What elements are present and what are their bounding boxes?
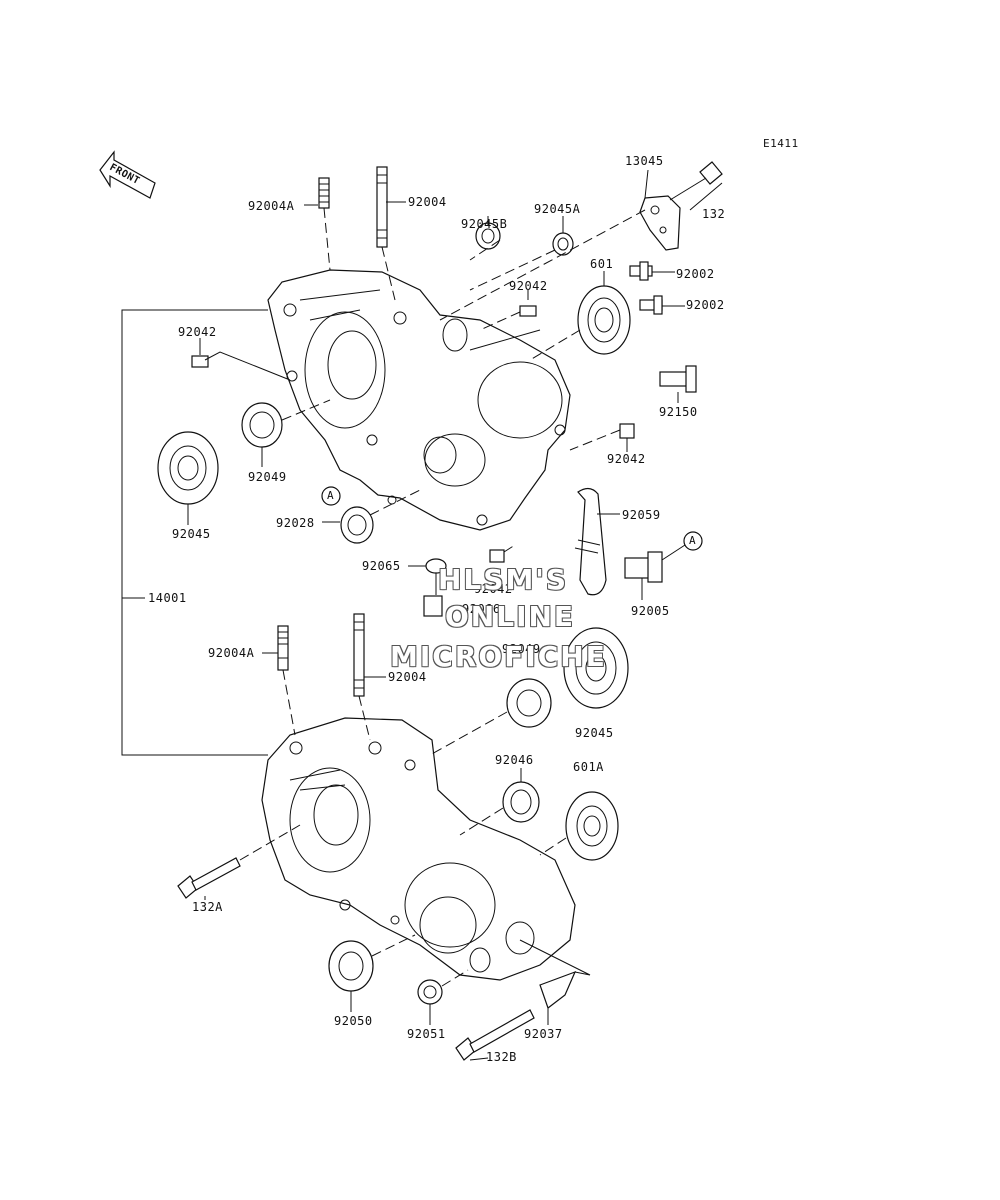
bearing-92046 bbox=[502, 781, 540, 823]
seal-92050 bbox=[328, 940, 374, 992]
stud-92004-top bbox=[376, 166, 396, 301]
part-label-92004-top: 92004 bbox=[408, 195, 447, 209]
bolt-92002-a bbox=[629, 261, 653, 281]
part-label-14001: 14001 bbox=[148, 591, 187, 605]
watermark-line-2: ONLINE bbox=[445, 600, 576, 633]
part-label-92037: 92037 bbox=[524, 1027, 563, 1041]
diagram-code: E1411 bbox=[763, 137, 799, 150]
guide-92037 bbox=[519, 939, 591, 1009]
part-label-92045A: 92045A bbox=[534, 202, 581, 216]
part-label-92066: 92066 bbox=[462, 602, 501, 616]
part-label-92051: 92051 bbox=[407, 1027, 446, 1041]
part-label-132: 132 bbox=[702, 207, 726, 221]
bearing-601 bbox=[577, 285, 631, 355]
watermark-line-3: MICROFICHE bbox=[390, 640, 607, 673]
part-label-92046: 92046 bbox=[495, 753, 534, 767]
seal-92049-bottom bbox=[506, 678, 552, 728]
seal-92049-top bbox=[241, 402, 283, 448]
bolt-132A bbox=[177, 824, 301, 899]
part-label-92065: 92065 bbox=[362, 559, 401, 573]
bracket-14001 bbox=[121, 309, 268, 756]
part-label-92042-mid: 92042 bbox=[607, 452, 646, 466]
part-label-92150: 92150 bbox=[659, 405, 698, 419]
bolt-92002-b bbox=[639, 295, 663, 315]
stud-92004-bottom bbox=[353, 613, 371, 741]
part-label-601: 601 bbox=[590, 257, 614, 271]
stud-92004A-top bbox=[318, 177, 331, 271]
bearing-92045-top bbox=[157, 431, 219, 505]
part-label-92045-top: 92045 bbox=[172, 527, 211, 541]
watermark-line-1: HLSM'S bbox=[438, 563, 569, 596]
callout-circle-a-left bbox=[321, 486, 341, 506]
part-label-92049-bottom: 92049 bbox=[502, 642, 541, 656]
part-label-92042-low: 92042 bbox=[474, 582, 513, 596]
stud-92004A-bottom bbox=[277, 625, 296, 736]
callout-a-right: A bbox=[689, 534, 697, 547]
part-label-92004A-top: 92004A bbox=[248, 199, 295, 213]
bearing-601A bbox=[565, 791, 619, 861]
part-label-601A: 601A bbox=[573, 760, 604, 774]
seal-92028 bbox=[340, 506, 374, 544]
dowel-92042-mid bbox=[569, 423, 635, 451]
part-label-92042-right: 92042 bbox=[509, 279, 548, 293]
upper-crankcase bbox=[267, 269, 571, 531]
fitting-92005 bbox=[624, 551, 663, 583]
part-label-92042-left: 92042 bbox=[178, 325, 217, 339]
lower-crankcase bbox=[261, 717, 576, 981]
bolt-132B bbox=[455, 1009, 535, 1061]
leader-lines bbox=[122, 169, 723, 1061]
bearing-92045-bottom bbox=[563, 627, 629, 709]
part-label-132B: 132B bbox=[486, 1050, 517, 1064]
part-label-92045-bottom: 92045 bbox=[575, 726, 614, 740]
part-label-92050: 92050 bbox=[334, 1014, 373, 1028]
bolt-132 bbox=[669, 161, 723, 201]
part-label-92005: 92005 bbox=[631, 604, 670, 618]
callout-a-left: A bbox=[327, 489, 335, 502]
part-label-92002-b: 92002 bbox=[686, 298, 725, 312]
callout-circle-a-right bbox=[683, 531, 703, 551]
hose-92059 bbox=[574, 487, 607, 596]
front-arrow-icon bbox=[99, 150, 156, 199]
part-label-92028: 92028 bbox=[276, 516, 315, 530]
dowel-92042-left bbox=[191, 351, 291, 381]
part-label-92045B: 92045B bbox=[461, 217, 508, 231]
part-label-92049-top: 92049 bbox=[248, 470, 287, 484]
seal-92051 bbox=[417, 979, 443, 1005]
part-label-132A: 132A bbox=[192, 900, 223, 914]
part-label-13045: 13045 bbox=[625, 154, 664, 168]
fitting-92150 bbox=[659, 365, 697, 393]
part-label-92004A-bottom: 92004A bbox=[208, 646, 255, 660]
plug-92066 bbox=[423, 595, 443, 617]
dowel-92042-right bbox=[479, 305, 537, 331]
part-label-92002-a: 92002 bbox=[676, 267, 715, 281]
seal-92045A bbox=[552, 232, 574, 256]
part-label-92059: 92059 bbox=[622, 508, 661, 522]
dowel-92042-low bbox=[489, 544, 516, 563]
bracket-13045 bbox=[639, 195, 681, 251]
part-label-92004-bottom: 92004 bbox=[388, 670, 427, 684]
